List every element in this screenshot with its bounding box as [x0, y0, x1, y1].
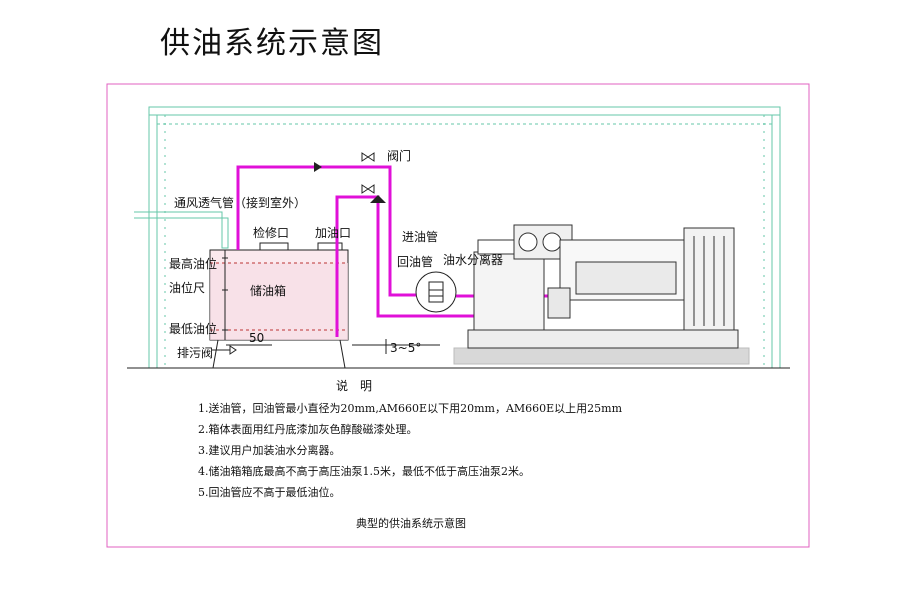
diagram-caption: 典型的供油系统示意图	[356, 516, 466, 530]
storage-tank-label: 储油箱	[250, 283, 286, 298]
return-pipe-label: 回油管	[397, 254, 433, 269]
return-arrow	[370, 195, 386, 203]
note-item: 3.建议用户加装油水分离器。	[198, 443, 341, 457]
outer-frame	[106, 83, 810, 548]
room-walls	[148, 106, 781, 369]
vent-pipe-label: 通风透气管（接到室外）	[174, 195, 306, 210]
note-item: 1.送油管，回油管最小直径为20mm,AM660E以下用20mm，AM660E以…	[198, 401, 623, 415]
separator-label: 油水分离器	[443, 252, 503, 267]
slope-label: 3~5°	[390, 341, 421, 355]
drain-valve-label: 排污阀	[177, 346, 213, 360]
valve-label: 阀门	[387, 148, 411, 163]
generator-set	[453, 224, 750, 365]
storage-tank	[209, 242, 349, 369]
note-item: 2.箱体表面用红丹底漆加灰色醇酸磁漆处理。	[198, 422, 418, 436]
inlet-pipe-label: 进油管	[402, 229, 438, 244]
min-level-label: 最低油位	[169, 321, 217, 336]
separator-icon	[415, 271, 457, 313]
inspection-port-label: 检修口	[253, 225, 289, 240]
fill-port-label: 加油口	[315, 226, 351, 240]
inlet-arrow	[314, 162, 322, 172]
drain-valve	[212, 345, 237, 355]
max-level-label: 最高油位	[169, 256, 217, 271]
note-item: 4.储油箱箱底最高不高于高压油泵1.5米，最低不低于高压油泵2米。	[198, 464, 530, 478]
notes-heading: 说 明	[336, 378, 372, 393]
page-title: 供油系统示意图	[160, 26, 384, 61]
note-item: 5.回油管应不高于最低油位。	[198, 485, 341, 499]
level-gauge-label: 油位尺	[169, 280, 205, 295]
valve-icon	[361, 152, 375, 194]
dim-50-label: 50	[249, 331, 264, 345]
level-gauge	[222, 250, 228, 340]
vent-pipe	[134, 211, 229, 249]
